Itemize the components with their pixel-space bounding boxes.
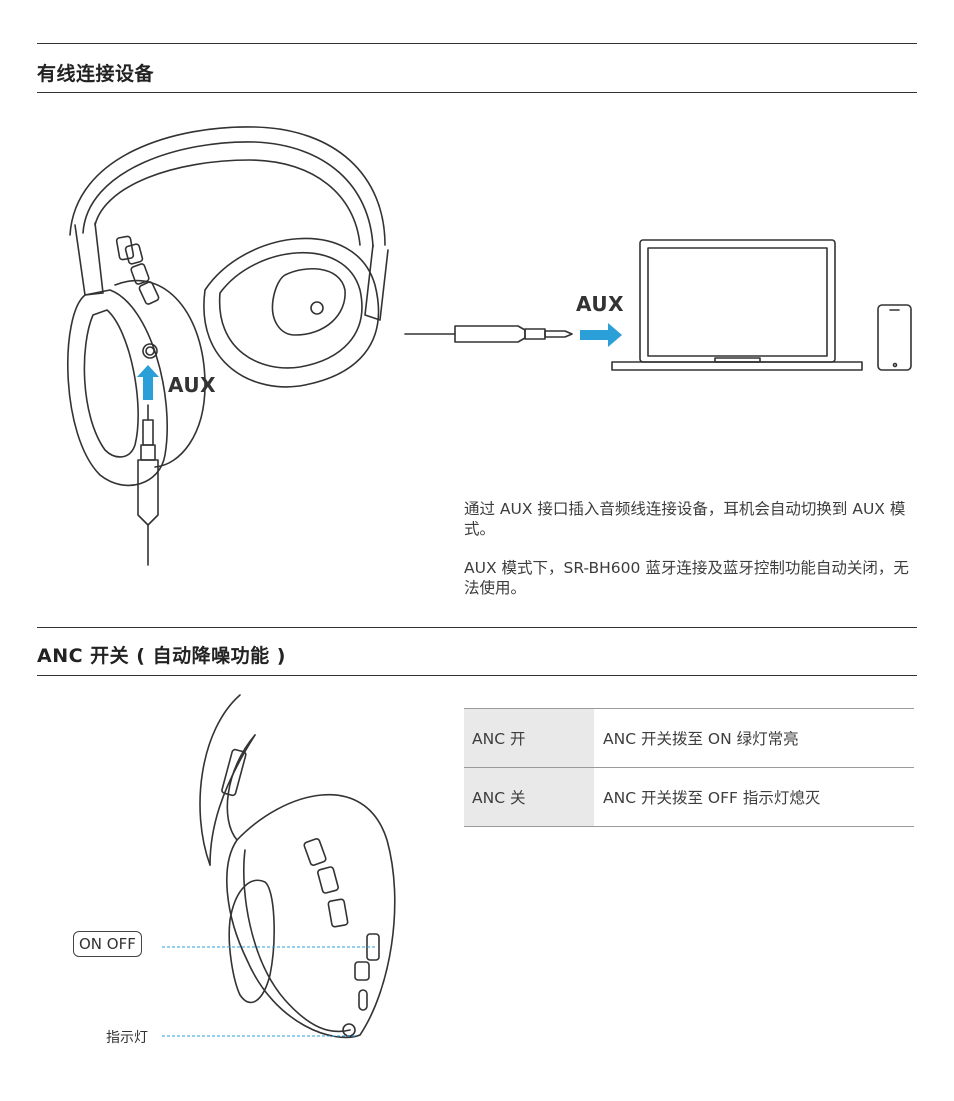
leader-lines xyxy=(162,946,375,1037)
table-key: ANC 关 xyxy=(464,767,594,827)
table-row: ANC 开 ANC 开关拨至 ON 绿灯常亮 xyxy=(464,708,914,768)
section-rule xyxy=(37,675,917,676)
top-rule xyxy=(37,43,917,44)
section-title-anc: ANC 开关 ( 自动降噪功能 ) xyxy=(37,645,286,667)
cable-laptop-phone-illustration xyxy=(404,239,912,371)
table-value: ANC 开关拨至 OFF 指示灯熄灭 xyxy=(594,767,914,827)
anc-switch-label: ON OFF xyxy=(73,931,142,957)
section-rule xyxy=(37,627,917,628)
description-paragraph-1: 通过 AUX 接口插入音频线连接设备，耳机会自动切换到 AUX 模式。 xyxy=(464,500,906,538)
section-rule xyxy=(37,92,917,93)
headphone-side-illustration xyxy=(199,694,396,1039)
table-value: ANC 开关拨至 ON 绿灯常亮 xyxy=(594,708,914,768)
section-title-wired: 有线连接设备 xyxy=(37,63,155,85)
table-row: ANC 关 ANC 开关拨至 OFF 指示灯熄灭 xyxy=(464,767,914,827)
headphone-front-illustration xyxy=(67,126,389,566)
aux-label-headphone: AUX xyxy=(168,373,217,397)
description-paragraph-2: AUX 模式下，SR-BH600 蓝牙连接及蓝牙控制功能自动关闭，无法使用。 xyxy=(464,559,909,597)
indicator-light-label: 指示灯 xyxy=(106,1030,148,1046)
aux-label-laptop: AUX xyxy=(576,292,625,316)
aux-arrow-up xyxy=(137,365,159,400)
table-key: ANC 开 xyxy=(464,708,594,768)
aux-arrow-right xyxy=(580,323,622,347)
anc-table: ANC 开 ANC 开关拨至 ON 绿灯常亮 ANC 关 ANC 开关拨至 OF… xyxy=(464,708,914,827)
